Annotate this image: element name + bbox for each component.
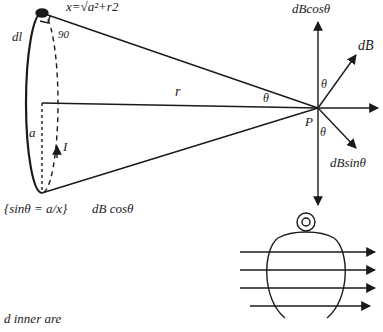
- field-line: [240, 287, 375, 288]
- current-arrow: [56, 146, 57, 158]
- coil-sketch: [297, 213, 315, 231]
- field-arrow: [318, 55, 356, 108]
- component-label: dBsinθ: [330, 156, 366, 170]
- field-component-arrow: [317, 108, 318, 205]
- loop-front: [26, 13, 42, 193]
- right-angle-mark: [40, 16, 50, 23]
- angle-label: θ: [320, 126, 326, 139]
- component-label: dBcosθ: [292, 2, 330, 16]
- field-line: [240, 251, 375, 252]
- formula-text: {sinθ = a/x}: [4, 202, 67, 216]
- field-line: [250, 305, 370, 306]
- field-label: dB: [358, 38, 374, 53]
- point-label: P: [305, 115, 313, 129]
- distance-line: [42, 13, 318, 108]
- axis-line: [42, 103, 318, 108]
- angle-label: θ: [321, 78, 327, 91]
- distance-label: x=√a²+r2: [66, 0, 118, 14]
- field-component-arrow: [317, 22, 318, 108]
- formula-text: dB cosθ: [92, 202, 133, 216]
- angle-label: 90: [58, 28, 69, 40]
- coil-sketch: [302, 218, 310, 226]
- radius-label: a: [29, 126, 36, 140]
- angle-label: θ: [263, 92, 269, 105]
- current-label: I: [63, 140, 67, 154]
- distance-label: r: [175, 84, 180, 99]
- field-arrow: [318, 108, 356, 148]
- note-text: d inner are: [4, 312, 61, 326]
- coil-sketch: [278, 232, 334, 238]
- axis-arrow: [318, 107, 378, 108]
- distance-line: [42, 108, 318, 193]
- field-line: [240, 269, 375, 270]
- element-label: dl: [12, 30, 22, 44]
- radius-line: [41, 103, 42, 190]
